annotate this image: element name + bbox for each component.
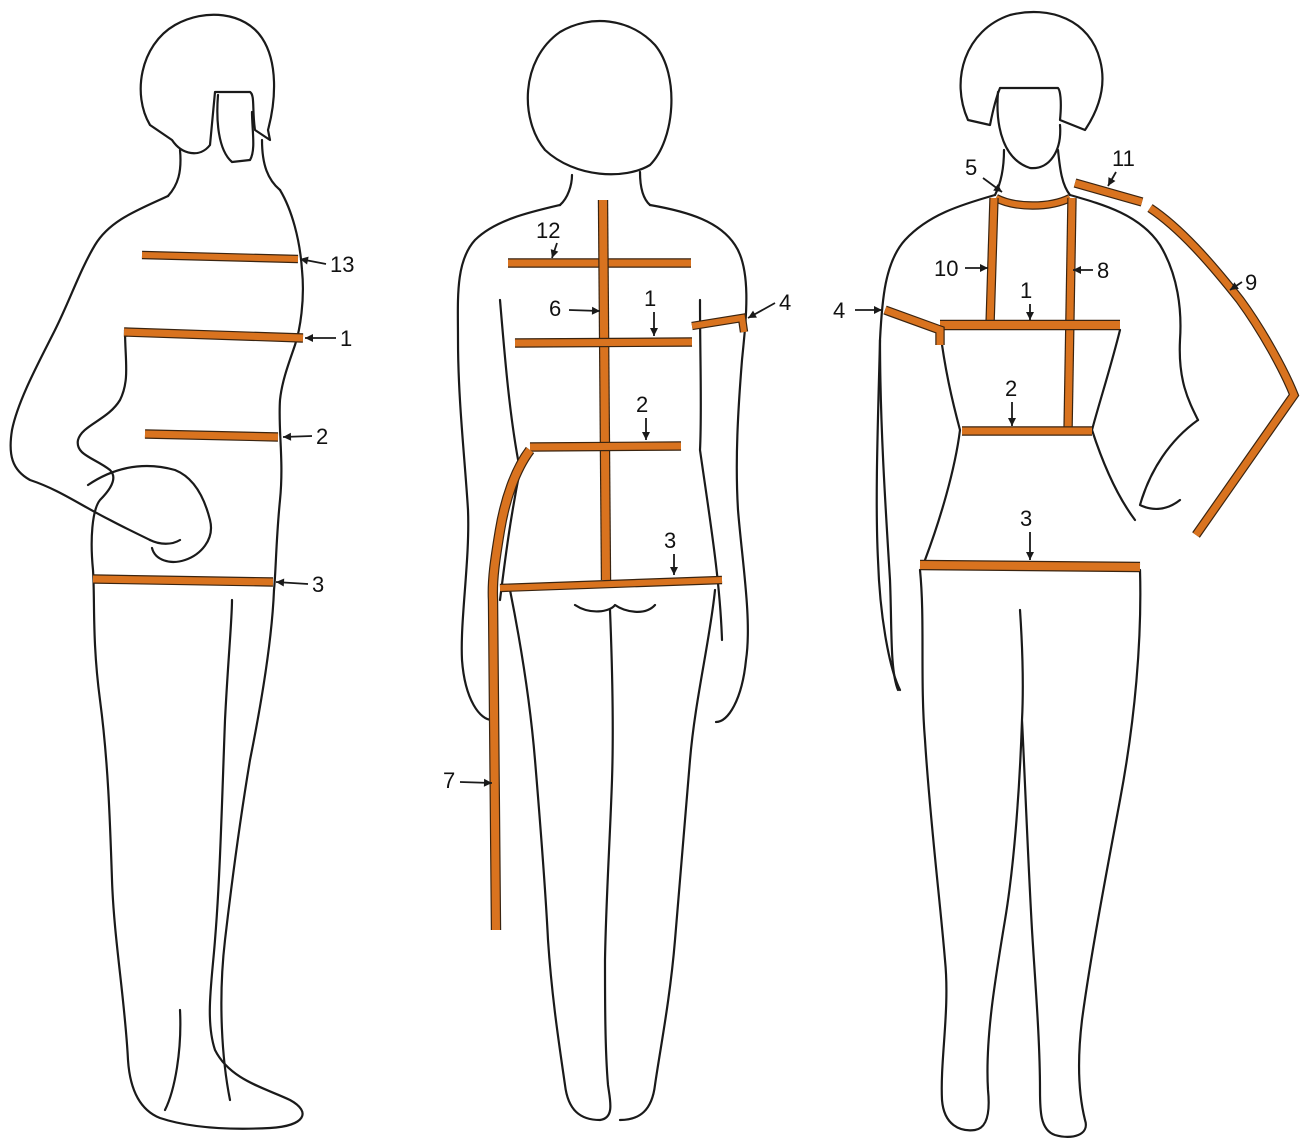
- left-arm: [88, 466, 211, 562]
- arrow-4-middle: [748, 303, 775, 318]
- tape-2-middle: [530, 446, 681, 447]
- tape-9-right: [1150, 208, 1294, 535]
- tape-1-middle: [515, 342, 692, 343]
- middle-buttocks-line: [575, 605, 655, 612]
- tape-3-middle: [500, 580, 722, 588]
- arrow-7-middle: [460, 779, 492, 787]
- figure-side-view: [11, 15, 303, 1129]
- arrow-1-right: [1026, 304, 1034, 320]
- label-4-right: 4: [833, 298, 845, 323]
- arrow-3-middle: [670, 554, 678, 575]
- left-torso-front: [274, 190, 303, 590]
- label-2-right: 2: [1005, 376, 1017, 401]
- label-12-middle: 12: [536, 218, 560, 243]
- arrow-2-right: [1008, 402, 1016, 426]
- label-2-left: 2: [316, 424, 328, 449]
- left-tapes: [93, 255, 303, 582]
- label-1-left: 1: [340, 326, 352, 351]
- arrow-8-right: [1073, 266, 1093, 274]
- arrow-3-right: [1026, 532, 1034, 560]
- label-13-left: 13: [330, 252, 354, 277]
- left-hair-outline: [141, 15, 274, 153]
- arrow-12-middle: [551, 243, 559, 258]
- tape-3-right: [920, 565, 1140, 567]
- arrow-11-right: [1108, 172, 1116, 186]
- tape-10-right: [990, 198, 994, 325]
- label-9-right: 9: [1245, 270, 1257, 295]
- tape-9-right-edge: [1150, 208, 1294, 535]
- arrow-2-left: [283, 433, 312, 441]
- label-1-right: 1: [1020, 278, 1032, 303]
- right-hand-on-hip: [1140, 420, 1198, 509]
- tape-8-right: [1068, 198, 1072, 432]
- arrow-1-middle: [650, 312, 658, 336]
- arrow-13-left: [300, 257, 326, 265]
- left-back-contour: [78, 330, 303, 1129]
- middle-body-left: [458, 205, 560, 720]
- label-7-middle: 7: [443, 768, 455, 793]
- label-1-middle: 1: [644, 286, 656, 311]
- arrow-1-left: [305, 334, 336, 342]
- label-3-right: 3: [1020, 506, 1032, 531]
- label-4-middle: 4: [779, 290, 791, 315]
- tape-13-left: [142, 255, 298, 259]
- label-5-right: 5: [965, 155, 977, 180]
- label-11-right: 11: [1112, 146, 1135, 171]
- arrow-4-right: [855, 306, 882, 314]
- middle-legs: [510, 590, 715, 1120]
- label-10-right: 10: [934, 256, 958, 281]
- label-2-middle: 2: [636, 392, 648, 417]
- label-6-middle: 6: [549, 296, 561, 321]
- left-face-outline: [217, 95, 253, 162]
- label-8-right: 8: [1097, 258, 1109, 283]
- arrow-2-middle: [642, 418, 650, 440]
- label-3-left: 3: [312, 572, 324, 597]
- left-torso-back: [11, 196, 168, 540]
- tape-6-middle: [603, 200, 606, 580]
- measurement-labels: 13 1 2 3 12 6 1 4 2 3 7 5 11 10 8 9 4 1 …: [276, 146, 1257, 793]
- label-3-middle: 3: [664, 528, 676, 553]
- figure-front-view: [877, 12, 1294, 1137]
- arrow-6-middle: [569, 307, 600, 315]
- tape-2-left: [145, 434, 278, 437]
- right-legs: [920, 570, 1140, 1137]
- middle-body-right: [650, 205, 748, 722]
- arrow-10-right: [965, 264, 988, 272]
- tape-3-left: [93, 579, 273, 582]
- middle-tapes: [493, 200, 744, 930]
- right-left-arm: [880, 340, 898, 690]
- arrow-3-left: [276, 579, 308, 587]
- figure-back-view: [458, 21, 748, 1120]
